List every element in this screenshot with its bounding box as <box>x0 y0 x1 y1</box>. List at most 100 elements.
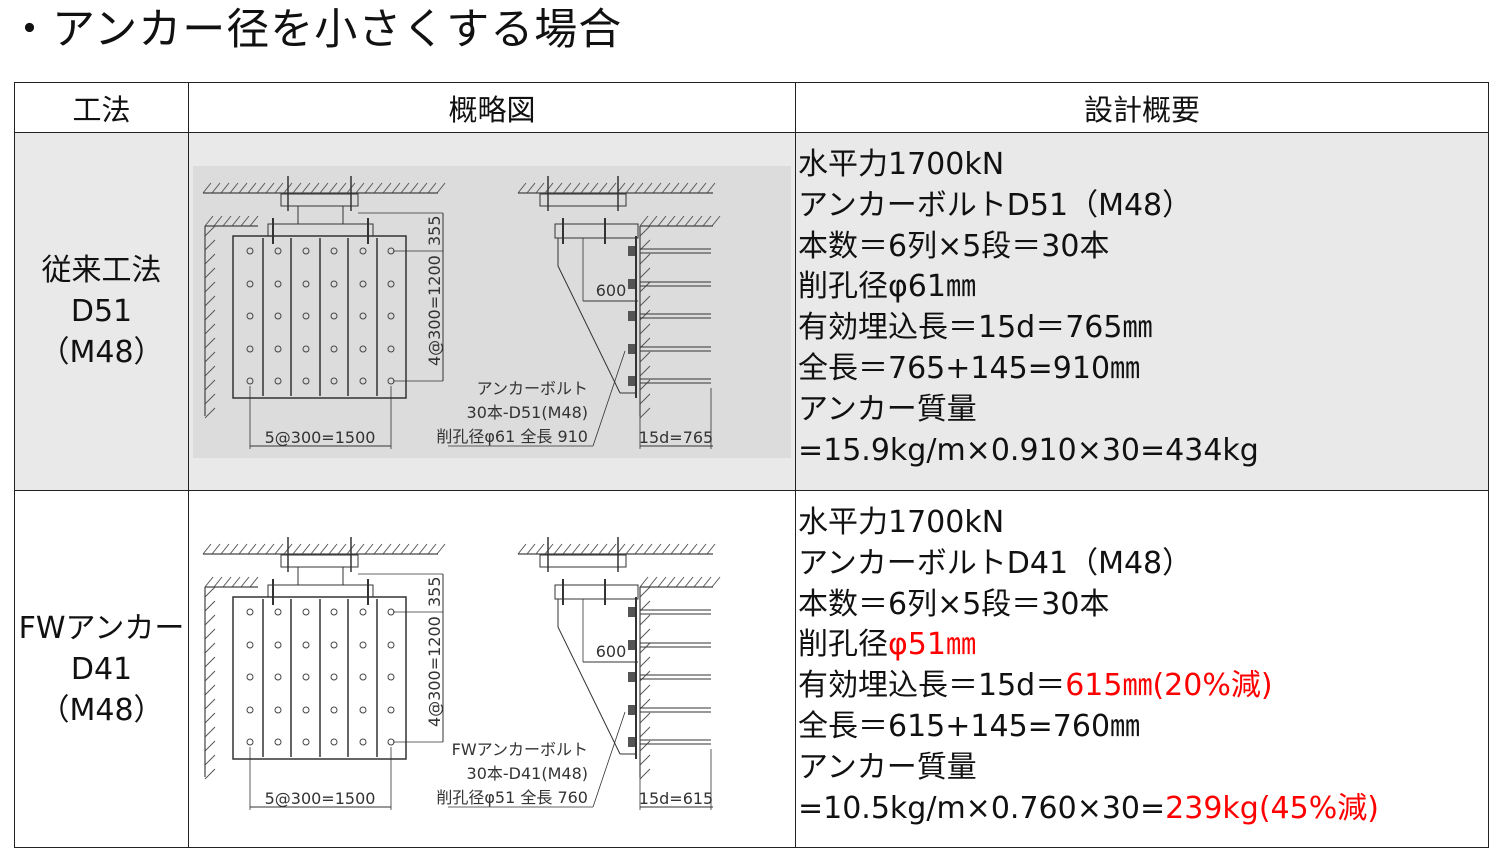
hatch-line <box>229 543 239 555</box>
bolt-hole <box>330 345 338 352</box>
hatch-line <box>562 543 572 555</box>
hatch-line <box>706 182 716 193</box>
hatch-line <box>204 726 216 738</box>
hatch-line <box>670 543 680 555</box>
bolt-hole <box>302 345 310 352</box>
dimension-label: 600 <box>596 281 627 300</box>
hatch-line <box>231 576 241 588</box>
bolt-hole <box>274 247 282 254</box>
dimension-label: 4@300=1200 <box>425 255 444 366</box>
hatch-line <box>688 182 698 193</box>
bolt-hole <box>302 738 310 746</box>
hatch-line <box>364 543 374 555</box>
hatch-line <box>639 698 651 710</box>
hatch-line <box>229 182 239 193</box>
bolt-hole <box>246 280 254 287</box>
hatch-line <box>517 182 527 193</box>
spec-text: =10.5kg/m×0.760×30= <box>798 790 1166 826</box>
hatch-line <box>657 576 667 588</box>
hatch-line <box>639 365 651 376</box>
hatch-line <box>391 182 401 193</box>
hatch-line <box>204 407 216 418</box>
hatch-line <box>204 600 216 612</box>
hatch-line <box>319 182 329 193</box>
bolt-hole <box>330 312 338 319</box>
hatch-line <box>639 379 651 390</box>
hatch-line <box>639 726 651 738</box>
hatch-line <box>652 182 662 193</box>
spec-line: 水平力1700kN <box>798 145 1488 186</box>
hatch-line <box>702 215 712 226</box>
hatch-line <box>355 543 365 555</box>
hatch-line <box>607 182 617 193</box>
hatch-line <box>292 182 302 193</box>
spec-line: アンカーボルトD51（M48） <box>798 186 1488 227</box>
hatch-line <box>265 543 275 555</box>
hatch-line <box>526 543 536 555</box>
diagram-background <box>193 165 791 458</box>
bolt-hole <box>246 377 254 384</box>
hatch-line <box>274 182 284 193</box>
base-plate <box>539 193 627 206</box>
bracket-edge <box>557 626 621 755</box>
hatch-line <box>643 182 653 193</box>
spec-highlight: φ51㎜ <box>888 627 976 663</box>
hatch-line <box>625 182 635 193</box>
hatch-line <box>240 215 250 226</box>
bolt-hole <box>387 312 395 319</box>
hatch-line <box>652 543 662 555</box>
bolt-hole <box>330 706 338 714</box>
bolt-nut <box>628 607 635 617</box>
dimension-label: 削孔径φ61 全長 910 <box>436 427 588 446</box>
bolt-hole <box>246 738 254 746</box>
hatch-line <box>598 182 608 193</box>
hatch-line <box>607 543 617 555</box>
bolt-hole <box>330 673 338 681</box>
hatch-line <box>204 365 216 376</box>
hatch-line <box>337 182 347 193</box>
hatch-line <box>675 215 685 226</box>
hatch-line <box>666 576 676 588</box>
hatch-line <box>256 182 266 193</box>
hatch-line <box>238 543 248 555</box>
spec-text: 本数＝6列×5段＝30本 <box>798 228 1110 264</box>
hatch-line <box>274 543 284 555</box>
bolt-hole <box>274 345 282 352</box>
hatch-line <box>639 225 651 236</box>
hatch-line <box>535 182 545 193</box>
base-plate <box>280 554 359 568</box>
hatch-line <box>688 543 698 555</box>
anchor-plate <box>232 234 407 399</box>
bolt-hole <box>274 706 282 714</box>
hatch-line <box>436 182 446 193</box>
hatch-line <box>301 543 311 555</box>
dimension-label: 600 <box>596 642 627 661</box>
hatch-line <box>222 576 232 588</box>
spec-text: 削孔径φ61㎜ <box>798 269 976 305</box>
hatch-line <box>204 393 216 404</box>
dimension-label: 30本-D51(M48) <box>467 403 588 422</box>
hatch-line <box>544 182 554 193</box>
bearing <box>297 566 344 586</box>
bolt-hole <box>387 673 395 681</box>
spec-line: 削孔径φ51㎜ <box>798 625 1488 666</box>
hatch-line <box>211 182 221 193</box>
dimension-label: 355 <box>425 576 444 607</box>
hatch-line <box>364 182 374 193</box>
hatch-line <box>571 182 581 193</box>
hatch-line <box>639 600 651 612</box>
hatch-line <box>639 337 651 348</box>
method-size: D41 <box>70 651 133 687</box>
spec-line: =15.9kg/m×0.910×30=434kg <box>798 431 1488 472</box>
method-size: D51 <box>70 294 133 329</box>
hatch-line <box>355 182 365 193</box>
bolt-hole <box>359 377 367 384</box>
hatch-line <box>648 576 658 588</box>
bolt-hole <box>246 641 254 649</box>
hatch-line <box>657 215 667 226</box>
hatch-line <box>697 182 707 193</box>
hatch-line <box>220 543 230 555</box>
hatch-line <box>675 576 685 588</box>
